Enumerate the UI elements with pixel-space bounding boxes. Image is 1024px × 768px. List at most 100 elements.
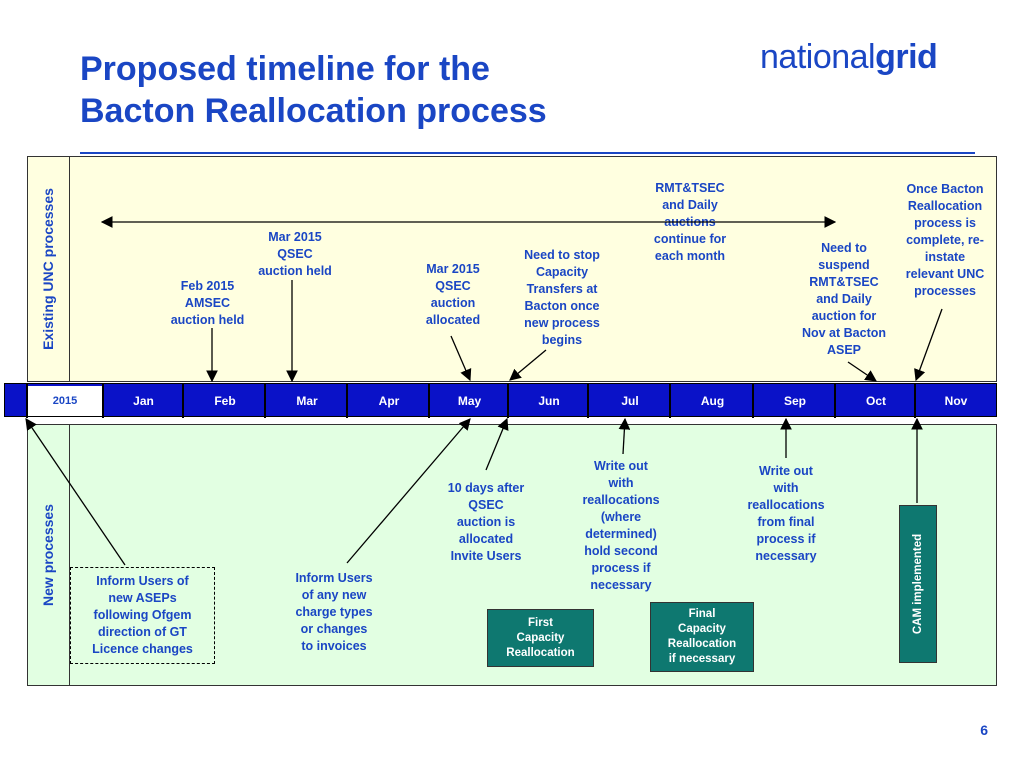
- note-line: QSEC: [277, 247, 313, 261]
- timeline-separator: [834, 384, 836, 418]
- note-line: direction of GT: [98, 625, 187, 639]
- timeline-separator: [587, 384, 589, 418]
- note-line: continue for: [653, 232, 727, 246]
- note-line: auction held: [258, 264, 332, 278]
- note-line: to invoices: [301, 639, 367, 653]
- title-line-1: Proposed timeline for the: [80, 50, 490, 88]
- note-line: Feb 2015: [180, 279, 235, 293]
- timeline-month-nov: Nov: [944, 394, 968, 408]
- arrow-inform-aseps: [25, 418, 126, 566]
- box-line: if necessary: [668, 653, 736, 665]
- note-line: RMT&TSEC: [809, 275, 879, 289]
- note-line: Mar 2015: [268, 230, 322, 244]
- note-line: QSEC: [468, 498, 504, 512]
- note-line: Inform Users of: [96, 574, 189, 588]
- timeline-separator: [752, 384, 754, 418]
- note-line: necessary: [590, 578, 652, 592]
- note-mar-qsec-held: Mar 2015 QSEC auction held: [245, 229, 345, 280]
- note-line: allocated: [425, 313, 481, 327]
- note-line: and Daily: [662, 198, 718, 212]
- timeline-month-apr: Apr: [378, 394, 400, 408]
- note-mar-qsec-allocated: Mar 2015 QSEC auction allocated: [408, 261, 498, 329]
- note-line: reallocations: [582, 493, 660, 507]
- timeline-month-sep: Sep: [783, 394, 806, 408]
- arrow-stop-transfers: [509, 349, 547, 381]
- title-divider: [80, 152, 975, 154]
- note-inform-charges: Inform Users of any new charge types or …: [280, 570, 388, 655]
- note-inform-aseps: Inform Users of new ASEPs following Ofge…: [70, 567, 215, 664]
- first-capacity-reallocation-box: First Capacity Reallocation: [487, 609, 594, 667]
- arrow-suspend-rmt: [847, 361, 877, 382]
- timeline-month-jun: Jun: [538, 394, 560, 408]
- note-line: with: [608, 476, 634, 490]
- note-line: of any new: [301, 588, 367, 602]
- note-line: instate: [924, 250, 966, 264]
- note-line: ASEP: [826, 343, 862, 357]
- final-capacity-reallocation-box: Final Capacity Reallocation if necessary: [650, 602, 754, 672]
- note-line: Nov at Bacton: [801, 326, 887, 340]
- note-line: new ASEPs: [108, 591, 177, 605]
- note-line: auction for: [811, 309, 877, 323]
- note-line: relevant UNC: [905, 267, 985, 281]
- timeline-separator: [507, 384, 509, 418]
- note-feb-amsec: Feb 2015 AMSEC auction held: [160, 278, 255, 329]
- note-line: each month: [654, 249, 726, 263]
- page-title: Proposed timeline for the Bacton Realloc…: [80, 48, 700, 132]
- note-line: Inform Users: [295, 571, 373, 585]
- note-line: Need to stop: [524, 248, 600, 262]
- note-line: Once Bacton: [906, 182, 984, 196]
- note-line: Capacity: [535, 265, 589, 279]
- note-line: Licence changes: [92, 642, 193, 656]
- new-processes-label-cell: New processes: [27, 424, 70, 686]
- note-line: auction held: [170, 313, 245, 327]
- note-line: process if: [591, 561, 651, 575]
- timeline-separator: [26, 384, 28, 418]
- note-line: RMT&TSEC: [655, 181, 725, 195]
- note-line: Need to: [821, 241, 867, 255]
- box-line: First: [528, 616, 553, 629]
- note-line: auction is: [456, 515, 516, 529]
- note-line: auction: [430, 296, 476, 310]
- arrow-reinstate: [914, 308, 943, 382]
- note-line: Write out: [759, 464, 813, 478]
- note-line: 10 days after: [447, 481, 525, 495]
- note-line: allocated: [458, 532, 514, 546]
- note-stop-transfers: Need to stop Capacity Transfers at Bacto…: [512, 247, 612, 349]
- timeline-separator: [669, 384, 671, 418]
- arrow-inform-charges: [346, 418, 471, 564]
- arrow-write-out-1: [618, 417, 631, 455]
- timeline-separator: [914, 384, 916, 418]
- note-suspend-rmt: Need to suspend RMT&TSEC and Daily aucti…: [790, 240, 898, 359]
- cam-implemented-box: CAM implemented: [899, 505, 937, 663]
- note-line: with: [773, 481, 799, 495]
- note-line: from final: [757, 515, 815, 529]
- timeline-bar: 2015 Jan Feb Mar Apr May Jun Jul Aug Sep…: [4, 383, 997, 418]
- timeline-separator: [264, 384, 266, 418]
- existing-processes-band: [27, 156, 997, 382]
- note-line: Invite Users: [450, 549, 522, 563]
- note-line: process is: [914, 216, 976, 230]
- timeline-month-oct: Oct: [865, 394, 886, 408]
- timeline-month-jul: Jul: [621, 394, 639, 408]
- timeline-separator: [102, 384, 104, 418]
- note-write-out-2: Write out with reallocations from final …: [734, 463, 838, 565]
- note-line: following Ofgem: [93, 608, 192, 622]
- note-write-out-1: Write out with reallocations (where dete…: [569, 458, 673, 594]
- arrow-mar-qsec-allocated: [450, 335, 472, 382]
- note-line: process if: [756, 532, 816, 546]
- note-line: Reallocation: [907, 199, 983, 213]
- timeline-month-aug: Aug: [700, 394, 725, 408]
- note-line: processes: [914, 284, 976, 298]
- note-line: necessary: [755, 549, 817, 563]
- note-line: suspend: [818, 258, 870, 272]
- note-line: AMSEC: [184, 296, 231, 310]
- note-line: complete, re-: [906, 233, 984, 247]
- note-line: Transfers at: [526, 282, 598, 296]
- box-line: Reallocation: [667, 638, 737, 650]
- note-line: determined): [585, 527, 657, 541]
- box-line: Capacity: [678, 623, 726, 635]
- timeline-month-may: May: [457, 394, 482, 408]
- timeline-year: 2015: [27, 386, 103, 416]
- note-line: Write out: [594, 459, 648, 473]
